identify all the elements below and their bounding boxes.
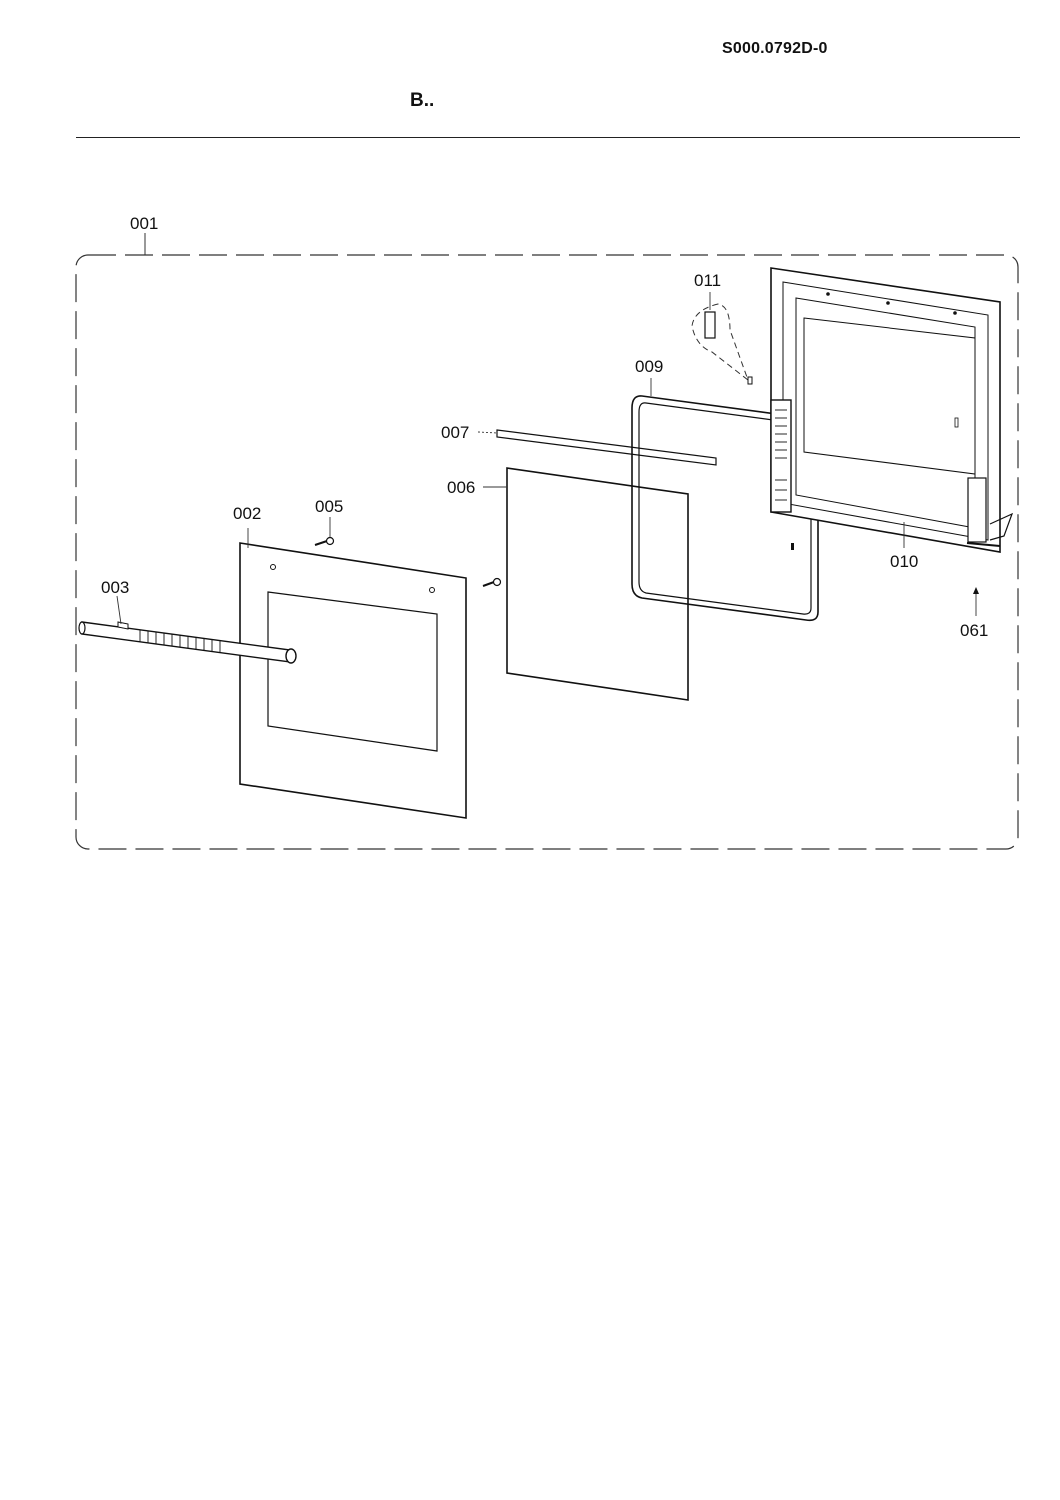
- part-003-door-handle: 003: [78, 578, 297, 664]
- callout-007: 007: [441, 423, 469, 442]
- callout-002: 002: [233, 504, 261, 523]
- part-061-pin: 061: [960, 587, 988, 640]
- part-007-glass-strip: 007: [441, 423, 717, 466]
- callout-003: 003: [101, 578, 129, 597]
- part-010-inner-frame: 010: [770, 267, 1014, 571]
- part-006-inner-glass: 006: [447, 467, 689, 701]
- part-002-outer-glass: 002: [233, 504, 467, 819]
- document-code: S000.0792D-0: [722, 40, 828, 57]
- callout-001: 001: [130, 214, 158, 233]
- callout-011: 011: [694, 271, 721, 290]
- callout-010: 010: [890, 552, 918, 571]
- section-title: B..: [410, 90, 435, 111]
- callout-005: 005: [315, 497, 343, 516]
- header-divider: [76, 137, 1020, 138]
- part-005-screws: 005: [314, 497, 502, 587]
- callout-006: 006: [447, 478, 475, 497]
- callout-061: 061: [960, 621, 988, 640]
- part-011-clip: 011: [691, 271, 753, 385]
- callout-009: 009: [635, 357, 663, 376]
- assembly-boundary-001: 001: [75, 214, 1019, 850]
